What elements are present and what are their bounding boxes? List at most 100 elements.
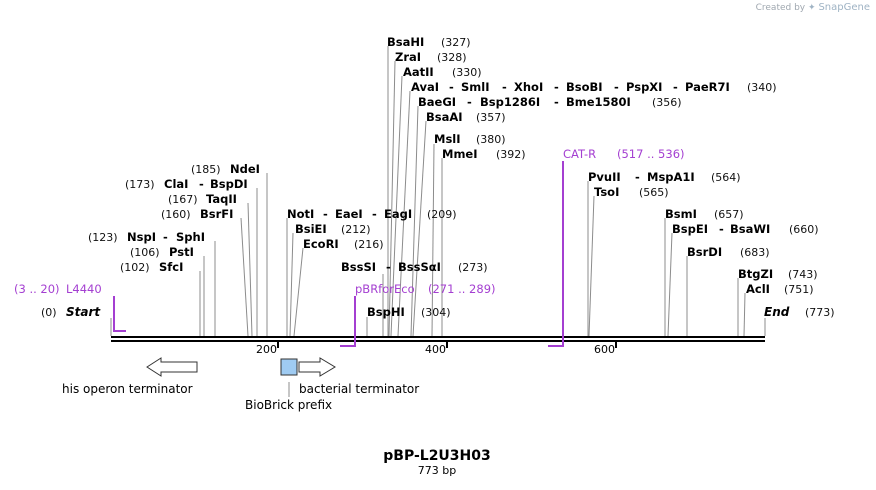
- feature-label: BioBrick prefix: [245, 398, 332, 412]
- site-name: Bme1580I: [566, 95, 631, 109]
- site-name: BssSαI: [398, 260, 441, 274]
- plasmid-length: 773 bp: [418, 464, 456, 477]
- end-marker: End (773): [764, 305, 835, 336]
- site-position: (102): [120, 261, 150, 274]
- snapgene-watermark: Created by ✦ SnapGene: [756, 2, 870, 13]
- site-position: (357): [476, 111, 506, 124]
- primer-range: (271 .. 289): [428, 282, 496, 296]
- restriction-site-ndei[interactable]: (185) NdeI: [191, 162, 260, 176]
- site-position: (212): [341, 223, 371, 236]
- restriction-site-taqii[interactable]: (167) TaqII: [168, 192, 237, 206]
- watermark-brand: SnapGene: [818, 2, 870, 13]
- site-name: TsoI: [594, 185, 619, 199]
- reverse-arrow-icon: [146, 357, 198, 377]
- primer-l4440[interactable]: (3 .. 20) L4440: [14, 282, 126, 332]
- site-separator: -: [502, 80, 507, 94]
- restriction-site-clai[interactable]: (173) ClaI - BspDI: [125, 177, 248, 191]
- feature-biobrick-prefix[interactable]: BioBrick prefix: [245, 358, 332, 412]
- site-name: Bsp1286I: [480, 95, 540, 109]
- site-position: (565): [639, 186, 669, 199]
- site-name: SphI: [176, 230, 205, 244]
- site-name: BspDI: [210, 177, 248, 191]
- site-name: XhoI: [514, 80, 543, 94]
- primer-name: L4440: [66, 282, 102, 296]
- restriction-site-bsahi[interactable]: BsaHI (327): [387, 35, 471, 49]
- site-separator: -: [554, 80, 559, 94]
- dna-backbone: [111, 336, 765, 342]
- restriction-site-bsrfi[interactable]: (160) BsrFI: [161, 207, 233, 221]
- site-position: (340): [747, 81, 777, 94]
- site-name: PaeR7I: [685, 80, 730, 94]
- site-separator: -: [719, 222, 724, 236]
- site-name: BsrDI: [687, 245, 722, 259]
- site-name: BsaAI: [426, 110, 463, 124]
- feature-his-operon-terminator[interactable]: his operon terminator: [62, 357, 198, 396]
- site-name: SfcI: [159, 260, 183, 274]
- restriction-site-pvuii[interactable]: PvuII - MspA1I (564): [588, 170, 741, 184]
- site-name: BsaHI: [387, 35, 424, 49]
- restriction-site-bsiei[interactable]: BsiEI (212): [295, 222, 371, 236]
- site-separator: -: [673, 80, 678, 94]
- site-position: (216): [354, 238, 384, 251]
- site-position: (380): [476, 133, 506, 146]
- site-position: (328): [437, 51, 467, 64]
- site-separator: -: [386, 260, 391, 274]
- site-name: BsmI: [665, 207, 697, 221]
- restriction-site-zrai[interactable]: ZraI (328): [395, 50, 467, 64]
- site-separator: -: [614, 80, 619, 94]
- site-name: NspI: [127, 230, 156, 244]
- restriction-site-nspi[interactable]: (123) NspI - SphI: [88, 230, 205, 244]
- restriction-site-avai[interactable]: AvaI - SmlI - XhoI - BsoBI - PspXI - Pae…: [411, 80, 777, 94]
- site-separator: -: [372, 207, 377, 221]
- restriction-site-tsoi[interactable]: TsoI (565): [594, 185, 669, 199]
- site-name: EcoRI: [303, 237, 339, 251]
- site-name: AatII: [403, 65, 434, 79]
- restriction-site-btgzi[interactable]: BtgZI (743): [738, 267, 818, 281]
- site-name: NdeI: [230, 162, 260, 176]
- start-label: Start: [66, 305, 101, 319]
- restriction-site-bsssi[interactable]: BssSI - BssSαI (273): [341, 260, 488, 274]
- snapgene-logo-icon: ✦: [808, 3, 816, 13]
- restriction-site-baegi[interactable]: BaeGI - Bsp1286I - Bme1580I (356): [418, 95, 682, 109]
- restriction-site-ecori[interactable]: EcoRI (216): [303, 237, 384, 251]
- restriction-site-psti[interactable]: (106) PstI: [130, 245, 194, 259]
- restriction-site-bsphi[interactable]: BspHI (304): [367, 305, 451, 319]
- site-position: (564): [711, 171, 741, 184]
- site-position: (657): [714, 208, 744, 221]
- restriction-site-aatii[interactable]: AatII (330): [403, 65, 482, 79]
- site-separator: -: [635, 170, 640, 184]
- site-position: (106): [130, 246, 160, 259]
- restriction-site-bsrdi[interactable]: BsrDI (683): [687, 245, 770, 259]
- site-name: BspEI: [672, 222, 708, 236]
- primer-catr[interactable]: CAT-R (517 .. 536): [548, 147, 685, 347]
- site-separator: -: [199, 177, 204, 191]
- restriction-site-mmei[interactable]: MmeI (392): [442, 147, 526, 161]
- plasmid-title: pBP-L2U3H03: [383, 448, 491, 464]
- site-position: (273): [458, 261, 488, 274]
- site-position: (185): [191, 163, 221, 176]
- primer-pbrforeco[interactable]: pBRforEco (271 .. 289): [340, 282, 496, 347]
- site-leader-lines: [199, 46, 746, 337]
- feature-label: bacterial terminator: [299, 382, 419, 396]
- site-name: BaeGI: [418, 95, 456, 109]
- restriction-site-msli[interactable]: MslI (380): [434, 132, 506, 146]
- site-position: (304): [421, 306, 451, 319]
- site-name: ZraI: [395, 50, 421, 64]
- site-name: BspHI: [367, 305, 405, 319]
- primer-name: pBRforEco: [355, 282, 415, 296]
- feature-bacterial-terminator[interactable]: bacterial terminator: [298, 357, 419, 396]
- primer-arrow: [113, 296, 126, 332]
- site-name: BsrFI: [200, 207, 233, 221]
- site-position: (330): [452, 66, 482, 79]
- restriction-site-bspei[interactable]: BspEI - BsaWI (660): [672, 222, 819, 236]
- restriction-site-noti[interactable]: NotI - EaeI - EagI (209): [287, 207, 457, 221]
- site-name: BssSI: [341, 260, 376, 274]
- site-name: TaqII: [206, 192, 237, 206]
- restriction-site-sfci[interactable]: (102) SfcI: [120, 260, 183, 274]
- restriction-site-bsmi[interactable]: BsmI (657): [665, 207, 744, 221]
- restriction-site-bsaai[interactable]: BsaAI (357): [426, 110, 506, 124]
- restriction-site-acli[interactable]: AclI (751): [746, 282, 814, 296]
- site-position: (392): [496, 148, 526, 161]
